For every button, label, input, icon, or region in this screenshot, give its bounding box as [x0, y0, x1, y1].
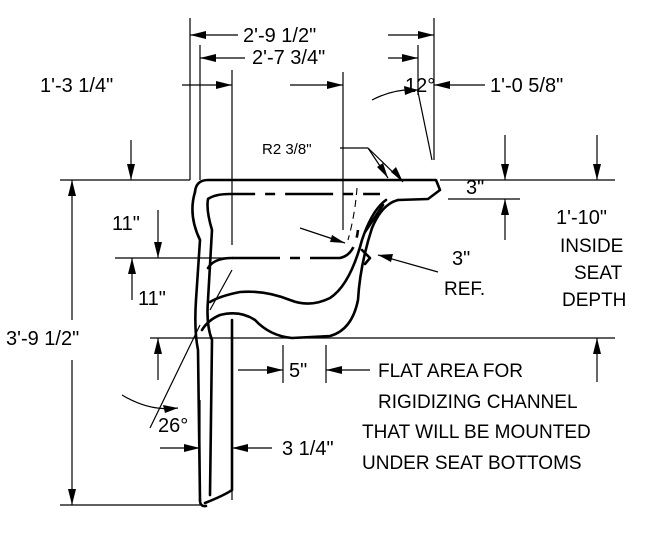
flat-area-line-1: FLAT AREA FOR: [378, 361, 523, 382]
dim-top-setback: 1'-0 5/8": [490, 75, 563, 97]
flat-area-line-4: UNDER SEAT BOTTOMS: [362, 453, 582, 474]
dim-upper-drop: 11": [112, 213, 140, 235]
dim-overall-height: 3'-9 1/2": [6, 328, 79, 350]
seat-depth-label-2: SEAT: [574, 263, 623, 284]
dim-flat-width: 5": [289, 360, 307, 382]
dim-lower-drop: 11": [138, 288, 166, 310]
dim-seat-depth: 1'-10": [556, 207, 607, 229]
dim-inner-width: 2'-7 3/4": [252, 47, 325, 69]
seat-profile: [191, 178, 442, 508]
dim-angle-bottom: 26°: [158, 415, 188, 437]
ref-label-2: REF.: [444, 279, 485, 300]
dim-radius: R2 3/8": [262, 141, 312, 158]
ref-label-1: 3": [452, 248, 470, 270]
flat-area-line-3: THAT WILL BE MOUNTED: [362, 422, 591, 443]
dim-leg-offset: 3 1/4": [282, 438, 334, 460]
labels: 2'-9 1/2" 2'-7 3/4" 1'-3 1/4" 12° 1'-0 5…: [6, 25, 626, 474]
flat-area-line-2: RIGIDIZING CHANNEL: [378, 392, 578, 413]
seat-depth-label-1: INSIDE: [560, 236, 623, 257]
dim-angle-top: 12°: [405, 75, 435, 97]
dim-overall-width: 2'-9 1/2": [243, 25, 316, 47]
dim-edge-thickness: 3": [466, 177, 484, 199]
dimension-lines: [68, 31, 601, 505]
dim-back-height: 1'-3 1/4": [40, 75, 113, 97]
seat-depth-label-3: DEPTH: [562, 290, 626, 311]
